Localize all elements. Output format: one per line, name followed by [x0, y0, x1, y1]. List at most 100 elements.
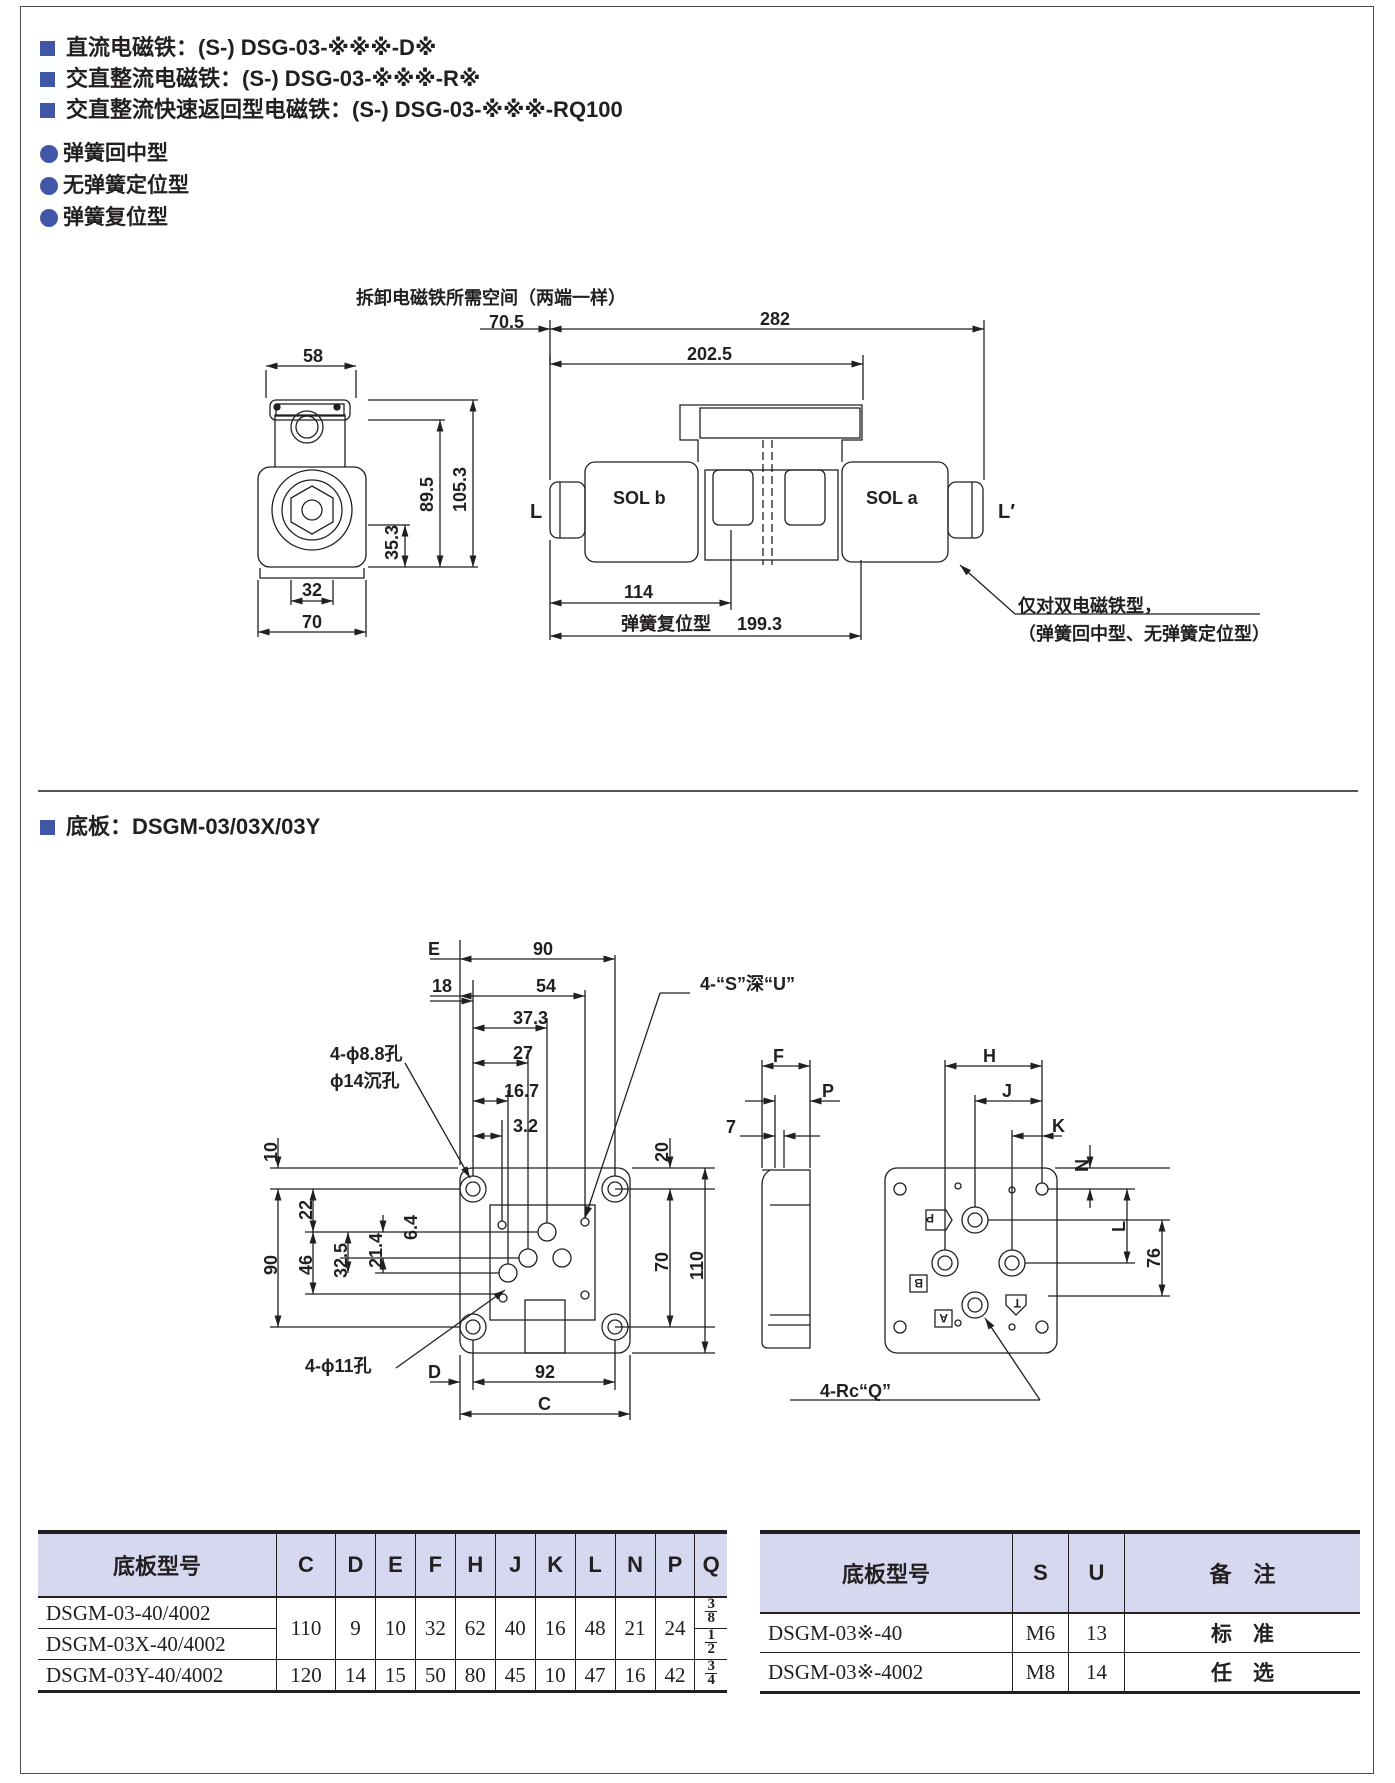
- h-cell: 80: [454, 1659, 496, 1693]
- col-n: N: [614, 1530, 655, 1598]
- heading-ac-dc-solenoid: 交直整流电磁铁：(S-) DSG-03-※※※-R※: [40, 64, 480, 94]
- dim-3-2-label: 3.2: [513, 1116, 538, 1136]
- dim-j-label: J: [1002, 1081, 1012, 1101]
- table-row: DSGM-03※-40 M6 13 标 准: [760, 1613, 1360, 1653]
- dim-22-label: 22: [296, 1200, 316, 1220]
- dim-37-3-label: 37.3: [513, 1008, 548, 1028]
- d-cell: 14: [335, 1659, 376, 1693]
- table-header-row: 底板型号 S U 备 注: [760, 1530, 1360, 1614]
- j-cell: 45: [494, 1659, 536, 1693]
- remark-cell: 标 准: [1124, 1613, 1360, 1653]
- l-cell: 47: [574, 1659, 616, 1693]
- tapped-hole-note: 4-“S”深“U”: [700, 973, 795, 994]
- port-t-icon: [961, 1291, 989, 1319]
- port-l-label: L: [530, 501, 542, 523]
- dim-110-label: 110: [687, 1251, 707, 1280]
- dim-f-label: F: [773, 1046, 784, 1066]
- model-cell: DSGM-03-40/4002: [38, 1597, 277, 1629]
- counterbore-note: ϕ14沉孔: [330, 1071, 400, 1091]
- dim-70-5: 70.5: [489, 312, 524, 332]
- dim-l-label: L: [1109, 1221, 1129, 1232]
- col-h: H: [454, 1530, 496, 1598]
- valve-front-body: [257, 466, 367, 568]
- dim-282: 282: [760, 309, 790, 329]
- port-b-icon: [931, 1249, 959, 1277]
- valve-dimension-drawing: 拆卸电磁铁所需空间（两端一样） 70.5 282 202.5 58 89.5 1…: [257, 287, 1270, 644]
- dim-d-label: D: [428, 1362, 441, 1382]
- coil-nut-icon: [290, 410, 324, 444]
- port-l-prime-label: L′: [998, 501, 1015, 523]
- through-hole-note: 4-ϕ11孔: [305, 1356, 372, 1376]
- bullet-spring-center: 弹簧回中型: [40, 139, 168, 169]
- h-cell: 62: [454, 1597, 496, 1660]
- dim-k-label: K: [1052, 1116, 1065, 1136]
- sol-b-label: SOL b: [613, 488, 666, 508]
- col-q: Q: [694, 1530, 727, 1598]
- removal-space-note: 拆卸电磁铁所需空间（两端一样）: [356, 287, 626, 308]
- dim-105-3: 105.3: [450, 467, 470, 512]
- section-divider: [38, 790, 1358, 792]
- col-l: L: [574, 1530, 616, 1598]
- subplate-side-view: [761, 1169, 811, 1349]
- subplate-bottom-view: [884, 1167, 1058, 1354]
- thread-spec-table: 底板型号 S U 备 注 DSGM-03※-40 M6 13 标 准 DSGM-…: [760, 1530, 1360, 1694]
- table-header-row: 底板型号 C D E F H J K L N P Q: [38, 1530, 727, 1598]
- dim-n-label: N: [1072, 1159, 1092, 1172]
- col-u: U: [1068, 1530, 1125, 1614]
- square-bullet-icon: [40, 72, 55, 87]
- heading-dc-solenoid: 直流电磁铁：(S-) DSG-03-※※※-D※: [40, 33, 436, 63]
- heading-subplate: 底板：DSGM-03/03X/03Y: [40, 812, 320, 842]
- dim-32: 32: [302, 580, 322, 600]
- bullet-spring-offset: 弹簧复位型: [40, 203, 168, 233]
- mounting-hole-note: 4-ϕ8.8孔: [330, 1044, 403, 1064]
- dim-35-3: 35.3: [382, 525, 402, 560]
- square-bullet-icon: [40, 820, 55, 835]
- j-cell: 40: [494, 1597, 536, 1660]
- dim-e-label: E: [428, 939, 440, 959]
- circle-bullet-icon: [40, 177, 58, 195]
- dimension-table: 底板型号 C D E F H J K L N P Q DSGM-03-40/40…: [38, 1530, 727, 1693]
- u-cell: 14: [1068, 1652, 1125, 1694]
- col-e: E: [374, 1530, 416, 1598]
- square-bullet-icon: [40, 103, 55, 118]
- n-cell: 21: [614, 1597, 655, 1660]
- dim-27-label: 27: [513, 1043, 533, 1063]
- p-cell: 24: [654, 1597, 695, 1660]
- col-d: D: [335, 1530, 376, 1598]
- dim-58: 58: [303, 346, 323, 366]
- model-cell: DSGM-03※-4002: [760, 1652, 1013, 1694]
- page-frame: [20, 6, 1374, 1774]
- table-row: DSGM-03※-4002 M8 14 任 选: [760, 1652, 1360, 1694]
- dim-10-label: 10: [261, 1142, 281, 1162]
- rc-port-note: 4-Rc“Q”: [820, 1381, 891, 1401]
- d-cell: 9: [335, 1597, 376, 1660]
- dim-21-4-label: 21.4: [366, 1233, 386, 1268]
- dim-54-label: 54: [536, 976, 556, 996]
- model-cell: DSGM-03※-40: [760, 1613, 1013, 1653]
- e-cell: 10: [374, 1597, 416, 1660]
- dim-92-label: 92: [535, 1362, 555, 1382]
- dim-20-label: 20: [652, 1142, 672, 1162]
- port-a-tag: A: [939, 1311, 948, 1325]
- p-cell: 42: [654, 1659, 695, 1693]
- col-j: J: [494, 1530, 536, 1598]
- col-k: K: [534, 1530, 576, 1598]
- col-remarks: 备 注: [1124, 1530, 1360, 1614]
- f-cell: 50: [414, 1659, 456, 1693]
- remark-cell: 任 选: [1124, 1652, 1360, 1694]
- dim-90-vertical-label: 90: [261, 1255, 281, 1275]
- solenoid-b-housing: [584, 461, 699, 563]
- n-cell: 16: [614, 1659, 655, 1693]
- dim-70: 70: [302, 612, 322, 632]
- col-model: 底板型号: [38, 1530, 277, 1598]
- dim-32-5-label: 32.5: [331, 1243, 351, 1278]
- circle-bullet-icon: [40, 145, 58, 163]
- e-cell: 15: [374, 1659, 416, 1693]
- col-p: P: [654, 1530, 695, 1598]
